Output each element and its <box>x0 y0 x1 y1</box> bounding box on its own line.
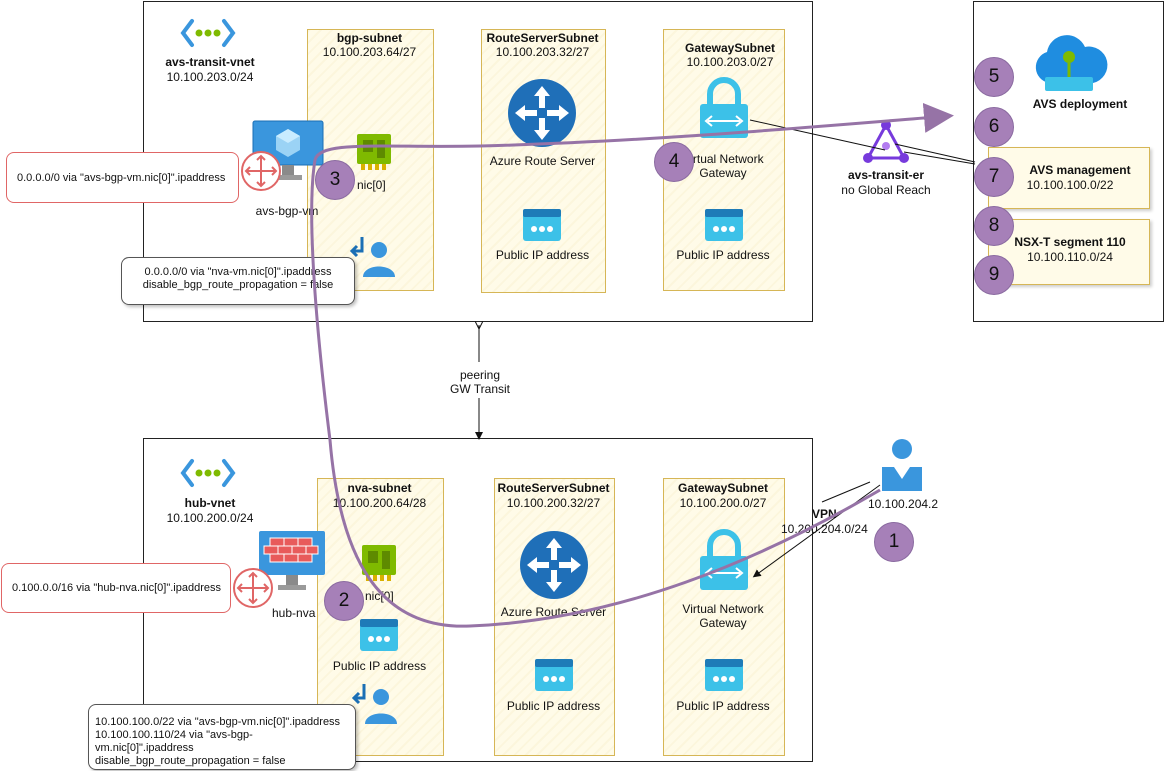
hub-vng-label-1: Virtual Network <box>682 602 764 616</box>
nva-subnet-cidr: 10.100.200.64/28 <box>332 496 427 510</box>
route-line-3: disable_bgp_route_propagation = false <box>95 755 286 767</box>
public-ip-icon <box>360 619 398 651</box>
avs-bgp-vm-label: avs-bgp-vm <box>255 204 319 218</box>
step-badge-3: 3 <box>315 160 355 200</box>
hub-route-server-label: Azure Route Server <box>500 605 607 619</box>
nic-icon <box>362 545 396 581</box>
route-line-2: disable_bgp_route_propagation = false <box>142 279 334 291</box>
route-table-icon <box>241 151 281 191</box>
managed-identity-icon <box>349 237 395 277</box>
expressroute-icon <box>863 120 909 163</box>
public-ip-icon <box>705 209 743 241</box>
peering-transit-label: GW Transit <box>449 382 510 396</box>
hub-gw-pip-label: Public IP address <box>676 699 770 713</box>
bgp-subnet-name: bgp-subnet <box>336 31 403 45</box>
step-badge-2: 2 <box>324 581 364 621</box>
step-badge-4: 4 <box>654 142 694 182</box>
transit-gw-pip-label: Public IP address <box>676 248 770 262</box>
step-badge-5: 5 <box>974 57 1014 97</box>
route-table-icon <box>233 568 273 608</box>
vnet-icon <box>180 459 236 487</box>
transit-gateway-subnet-cidr: 10.100.203.0/27 <box>686 55 774 69</box>
transit-nic-label: nic[0] <box>357 178 386 192</box>
step-badge-9: 9 <box>974 255 1014 295</box>
bgp-subnet-cidr: 10.100.203.64/27 <box>322 45 417 59</box>
step-badge-1: 1 <box>874 522 914 562</box>
route-line-2: 10.100.100.110/24 via "avs-bgp-vm.nic[0]… <box>95 729 253 754</box>
transit-gateway-subnet-name: GatewaySubnet <box>684 41 776 55</box>
vnet-icon <box>180 19 236 47</box>
route-table-transit-left: 0.0.0.0/0 via "avs-bgp-vm.nic[0]".ipaddr… <box>6 152 239 203</box>
peering-label: peering <box>459 368 501 382</box>
hub-rs-pip-label: Public IP address <box>506 699 601 713</box>
route-line-1: 0.0.0.0/0 via "nva-vm.nic[0]".ipaddress <box>144 266 332 278</box>
public-ip-icon <box>523 209 561 241</box>
transit-vnet-cidr: 10.100.203.0/24 <box>166 70 254 84</box>
public-ip-icon <box>705 659 743 691</box>
public-ip-icon <box>535 659 573 691</box>
expressroute-name: avs-transit-er <box>847 168 925 182</box>
transit-vnet-name: avs-transit-vnet <box>165 55 255 69</box>
avs-deployment-label: AVS deployment <box>1032 97 1128 111</box>
hub-gateway-subnet-cidr: 10.100.200.0/27 <box>679 496 767 510</box>
nsx-segment-box <box>988 219 1150 285</box>
transit-vng-label-2: Gateway <box>699 166 747 180</box>
nsx-segment-label: NSX-T segment 110 <box>1014 235 1126 249</box>
nsx-segment-cidr: 10.100.110.0/24 <box>1027 250 1113 264</box>
transit-route-server-label: Azure Route Server <box>489 154 596 168</box>
route-table-hub-bottom: 10.100.100.0/22 via "avs-bgp-vm.nic[0]".… <box>88 704 356 770</box>
route-server-icon <box>520 531 588 599</box>
route-line-1: 10.100.100.0/22 via "avs-bgp-vm.nic[0]".… <box>95 716 341 728</box>
hub-vnet-name: hub-vnet <box>184 496 236 510</box>
transit-vng-label-1: Virtual Network <box>682 152 764 166</box>
hub-routeserver-subnet-cidr: 10.100.200.32/27 <box>506 496 601 510</box>
avs-cloud-icon <box>1035 35 1108 91</box>
firewall-vm-icon <box>259 531 325 590</box>
transit-rs-pip-label: Public IP address <box>495 248 590 262</box>
avs-management-cidr: 10.100.100.0/22 <box>1026 178 1114 192</box>
avs-management-label: AVS management <box>1029 163 1131 177</box>
vpn-gateway-icon <box>700 529 748 590</box>
step-badge-6: 6 <box>974 107 1014 147</box>
hub-vng-label-2: Gateway <box>699 616 747 630</box>
transit-routeserver-subnet-box <box>481 29 606 293</box>
managed-identity-icon <box>351 684 397 724</box>
route-table-hub-left: 0.100.0.0/16 via "hub-nva.nic[0]".ipaddr… <box>1 563 231 613</box>
hub-nva-label: hub-nva <box>272 606 316 620</box>
vpn-gateway-icon <box>700 77 748 138</box>
hub-routeserver-subnet-name: RouteServerSubnet <box>497 481 610 495</box>
onprem-ip: 10.100.204.2 <box>868 497 939 511</box>
hub-gateway-subnet-box <box>663 478 785 756</box>
expressroute-note: no Global Reach <box>841 183 931 197</box>
step-badge-8: 8 <box>974 206 1014 246</box>
transit-routeserver-subnet-name: RouteServerSubnet <box>486 31 599 45</box>
user-icon <box>882 439 922 491</box>
nva-subnet-name: nva-subnet <box>347 481 412 495</box>
step-badge-7: 7 <box>974 157 1014 197</box>
hub-nva-pip-label: Public IP address <box>332 659 427 673</box>
hub-vnet-cidr: 10.100.200.0/24 <box>166 511 254 525</box>
hub-gateway-subnet-name: GatewaySubnet <box>677 481 769 495</box>
route-server-icon <box>508 79 576 147</box>
transit-routeserver-subnet-cidr: 10.100.203.32/27 <box>495 45 590 59</box>
